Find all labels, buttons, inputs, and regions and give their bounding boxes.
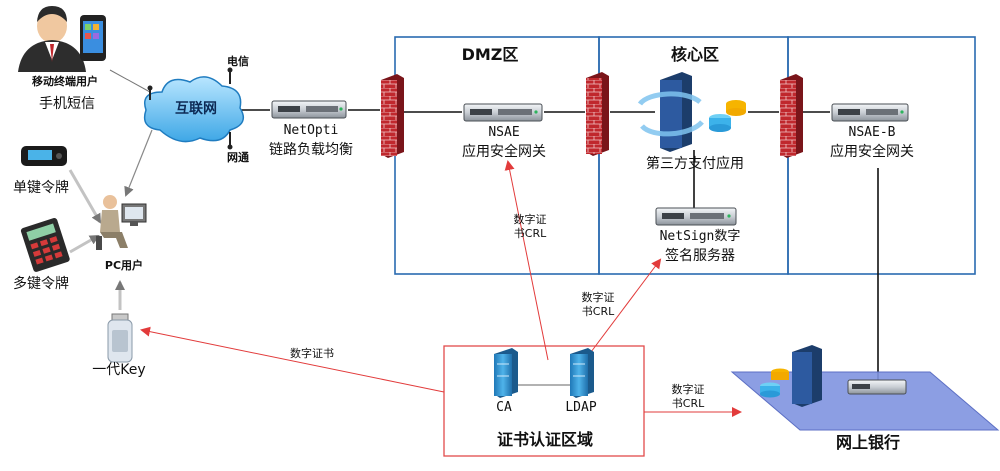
payment-application-icon bbox=[637, 72, 746, 152]
nsae-b-label: NSAE-B bbox=[848, 125, 896, 140]
nsae-label: NSAE bbox=[488, 125, 520, 140]
internet-cloud-icon bbox=[143, 67, 245, 150]
firewall-3-icon bbox=[780, 74, 803, 158]
pc-user-label: PC用户 bbox=[104, 259, 144, 272]
ca-server-icon bbox=[494, 348, 518, 398]
multi-key-token-label: 多键令牌 bbox=[13, 276, 69, 292]
payment-label: 第三方支付应用 bbox=[646, 156, 744, 172]
sms-label: 手机短信 bbox=[39, 96, 95, 112]
key-label: 一代Key bbox=[92, 362, 146, 378]
mobile-user-icon bbox=[18, 6, 106, 72]
pc-user-icon bbox=[96, 195, 147, 250]
mobile-user-label: 移动终端用户 bbox=[32, 75, 98, 88]
online-bank-label: 网上银行 bbox=[835, 433, 900, 452]
single-key-token-icon bbox=[21, 146, 67, 166]
netopti-desc-label: 链路负载均衡 bbox=[269, 142, 353, 158]
cert-crl-a-line1: 数字证 bbox=[513, 213, 547, 226]
netsign-desc-label: 签名服务器 bbox=[665, 248, 735, 264]
single-key-token-label: 单键令牌 bbox=[13, 180, 69, 196]
firewall-1-icon bbox=[381, 74, 404, 158]
cert-crl-a-line2: 书CRL bbox=[513, 227, 547, 240]
nsae-b-desc-label: 应用安全网关 bbox=[830, 144, 914, 160]
online-bank-platform-icon bbox=[730, 345, 1000, 431]
firewall-2-icon bbox=[586, 72, 609, 156]
multi-key-token-icon bbox=[20, 217, 70, 272]
netopti-label: NetOpti bbox=[283, 123, 339, 138]
nsae-desc-label: 应用安全网关 bbox=[462, 144, 546, 160]
ldap-label: LDAP bbox=[565, 400, 597, 415]
usb-key-icon bbox=[107, 313, 133, 363]
netsign-appliance-icon bbox=[655, 207, 737, 226]
cert-crl-b-line1: 数字证 bbox=[581, 291, 615, 304]
cert-to-key-label: 数字证书 bbox=[290, 347, 334, 360]
cert-crl-c-line1: 数字证 bbox=[671, 383, 705, 396]
internet-label: 互联网 bbox=[175, 101, 217, 117]
nsae-appliance-icon bbox=[463, 103, 543, 122]
ldap-server-icon bbox=[570, 348, 594, 398]
netsign-label: NetSign数字 bbox=[659, 229, 741, 244]
dmz-zone-label: DMZ区 bbox=[461, 45, 519, 64]
netopti-appliance-icon bbox=[271, 100, 347, 119]
cert-zone-label: 证书认证区域 bbox=[496, 430, 593, 449]
core-zone-label: 核心区 bbox=[670, 45, 719, 64]
cert-crl-c-line2: 书CRL bbox=[671, 397, 705, 410]
unicom-label: 网通 bbox=[227, 151, 249, 164]
telecom-label: 电信 bbox=[227, 55, 249, 68]
cert-crl-b-line2: 书CRL bbox=[581, 305, 615, 318]
cert-zone-frame bbox=[443, 345, 645, 457]
nsae-b-appliance-icon bbox=[831, 103, 909, 122]
ca-label: CA bbox=[496, 400, 512, 415]
